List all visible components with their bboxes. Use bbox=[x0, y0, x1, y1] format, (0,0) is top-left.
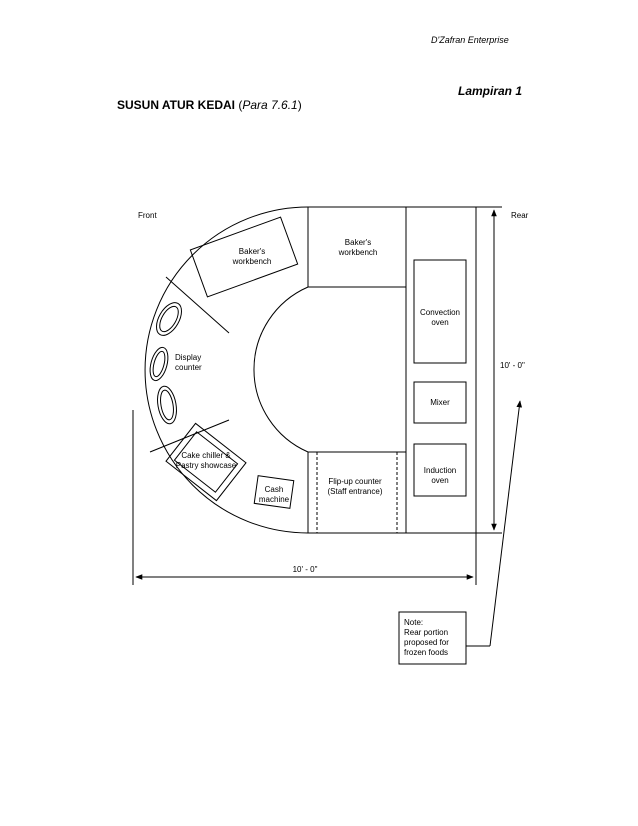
svg-text:workbench: workbench bbox=[232, 257, 272, 266]
svg-text:Pastry showcase: Pastry showcase bbox=[176, 461, 237, 470]
display-dome-3 bbox=[157, 385, 177, 425]
depth-dimension: 10' - 0" bbox=[476, 206, 525, 534]
cash-machine: Cash machine bbox=[253, 475, 295, 509]
svg-text:Baker's: Baker's bbox=[239, 247, 265, 256]
bakers-workbench-2: Baker's workbench bbox=[338, 238, 378, 257]
svg-text:Mixer: Mixer bbox=[430, 398, 450, 407]
counter-outline bbox=[144, 206, 477, 534]
display-counter bbox=[149, 302, 182, 425]
svg-text:frozen foods: frozen foods bbox=[404, 648, 448, 657]
display-dome-2 bbox=[149, 346, 169, 382]
title-ref: Para 7.6.1 bbox=[242, 98, 298, 112]
display-counter-label: Display bbox=[175, 353, 201, 362]
svg-text:Rear portion: Rear portion bbox=[404, 628, 448, 637]
rear-label: Rear bbox=[511, 211, 529, 220]
svg-text:oven: oven bbox=[431, 476, 448, 485]
svg-text:Note:: Note: bbox=[404, 618, 423, 627]
svg-text:proposed for: proposed for bbox=[404, 638, 449, 647]
title-ref-open: ( bbox=[238, 98, 243, 112]
note-box: Note: Rear portion proposed for frozen f… bbox=[398, 400, 523, 665]
display-counter-label-2: counter bbox=[175, 363, 202, 372]
svg-text:Cash: Cash bbox=[265, 485, 284, 494]
title-main: SUSUN ATUR KEDAI bbox=[117, 98, 236, 112]
svg-text:Convection: Convection bbox=[420, 308, 460, 317]
appendix-label: Lampiran 1 bbox=[458, 84, 523, 98]
svg-text:Baker's: Baker's bbox=[345, 238, 371, 247]
title-ref-close: ) bbox=[297, 98, 302, 112]
bakers-workbench-1: Baker's workbench bbox=[189, 216, 299, 298]
svg-text:Cake chiller &: Cake chiller & bbox=[181, 451, 231, 460]
front-label: Front bbox=[138, 211, 157, 220]
svg-text:(Staff entrance): (Staff entrance) bbox=[328, 487, 383, 496]
page-title: SUSUN ATUR KEDAI (Para 7.6.1) bbox=[117, 98, 302, 112]
svg-text:Flip-up counter: Flip-up counter bbox=[328, 477, 382, 486]
induction-oven: Induction oven bbox=[413, 443, 467, 497]
svg-text:workbench: workbench bbox=[338, 248, 378, 257]
company-name: D'Zafran Enterprise bbox=[431, 35, 509, 45]
mixer: Mixer bbox=[413, 381, 467, 424]
svg-text:10' - 0": 10' - 0" bbox=[500, 361, 525, 370]
width-dimension: 10' - 0" bbox=[132, 410, 477, 585]
svg-text:machine: machine bbox=[259, 495, 290, 504]
svg-text:10' - 0": 10' - 0" bbox=[293, 565, 318, 574]
display-dome-1 bbox=[156, 302, 182, 336]
flip-up-counter: Flip-up counter (Staff entrance) bbox=[316, 452, 398, 533]
svg-text:Induction: Induction bbox=[424, 466, 456, 475]
convection-oven: Convection oven bbox=[413, 259, 467, 364]
cake-chiller: Cake chiller & Pastry showcase bbox=[165, 422, 247, 502]
svg-text:oven: oven bbox=[431, 318, 448, 327]
